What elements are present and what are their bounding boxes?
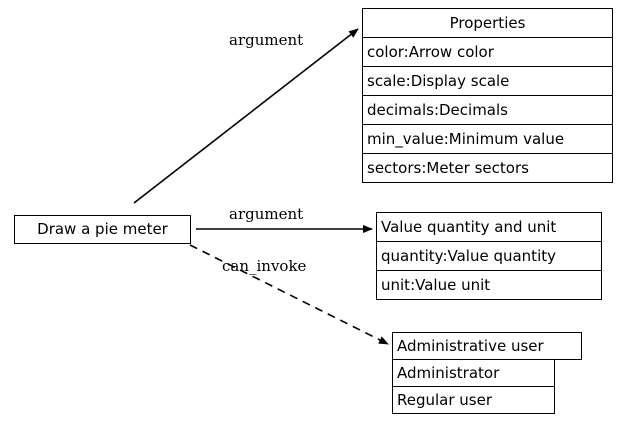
node-start-label: Draw a pie meter [14,215,191,244]
edge-label-can-invoke: can_invoke [222,257,307,275]
node-properties-field-min-value: min_value:Minimum value [362,124,613,154]
node-properties-field-decimals: decimals:Decimals [362,95,613,125]
edge-label-argument-properties: argument [229,31,304,49]
node-admin-field-regular-user: Regular user [392,386,555,414]
node-value-field-unit: unit:Value unit [376,270,602,300]
node-value-title: Value quantity and unit [376,212,602,242]
node-admin-title: Administrative user [392,332,582,360]
node-admin-field-administrator: Administrator [392,359,555,387]
edge-label-argument-value: argument [229,205,304,223]
node-properties-field-color: color:Arrow color [362,37,613,67]
node-properties-title: Properties [362,8,613,38]
node-draw-a-pie-meter[interactable]: Draw a pie meter [14,215,191,244]
node-properties[interactable]: Properties color:Arrow color scale:Displ… [362,8,613,183]
node-properties-field-scale: scale:Display scale [362,66,613,96]
node-administrative-user[interactable]: Administrative user Administrator Regula… [392,332,582,414]
node-value-field-quantity: quantity:Value quantity [376,241,602,271]
node-properties-field-sectors: sectors:Meter sectors [362,153,613,183]
node-value-quantity-and-unit[interactable]: Value quantity and unit quantity:Value q… [376,212,602,300]
edge-start-to-properties [133,28,359,204]
